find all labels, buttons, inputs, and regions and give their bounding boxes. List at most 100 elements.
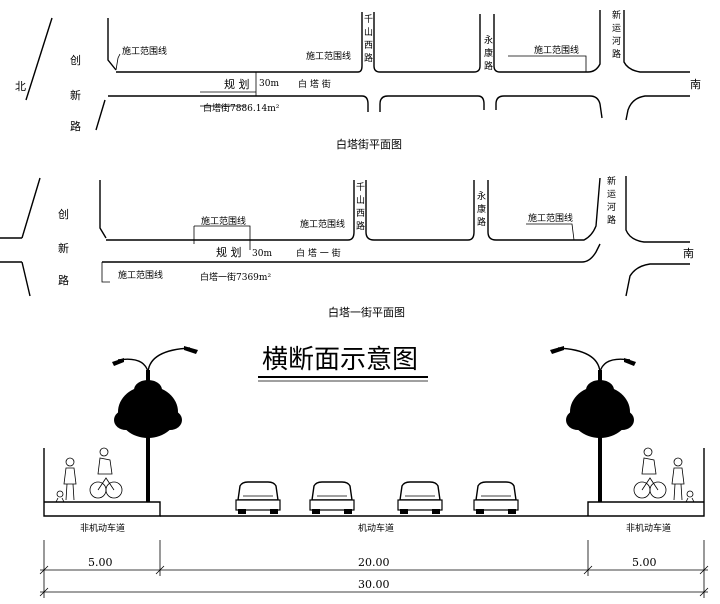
street-bottom-edge [379,95,485,112]
road-label-xinyun: 路 [607,214,616,226]
car [235,481,281,514]
width-label: 30m [259,79,279,89]
road-label-yongkang: 永 [484,34,493,46]
plan-title: 白塔街平面图 [336,137,402,151]
plan-1: 北 南 创 新 路 千 山 西 路 永 康 路 新 运 河 路 施工范围线 施工… [15,9,701,151]
road-label-chuangxin: 新 [58,241,69,255]
road-label-yongkang: 康 [477,203,486,215]
road-edge [25,17,53,101]
tree-left [114,380,182,438]
lane-label-center: 机动车道 [358,522,394,534]
area-note: 白塔一街7369m² [200,271,271,283]
boundary-label: 施工范围线 [306,50,351,62]
road-label-xinyun: 路 [612,48,621,60]
dimension-lines [39,540,709,598]
boundary-line [526,223,575,241]
south-label: 南 [690,78,701,91]
street-top-edge [487,180,578,241]
road-label-xinyun: 新 [612,9,621,21]
road-label-yongkang: 永 [477,190,486,202]
road-label-chuangxin: 新 [70,88,81,102]
road-edge [578,177,601,241]
road-label-chuangxin: 创 [58,208,69,221]
road-edge [99,180,107,239]
street-bottom-edge [102,243,601,263]
boundary-label: 施工范围线 [534,44,579,56]
dim-center: 20.00 [358,556,390,569]
section-title: 横断面示意图 [262,345,418,375]
plan-2: 南 创 新 路 千 山 西 路 永 康 路 新 运 河 路 施工范围线 施工范围… [0,175,694,319]
dim-left: 5.00 [88,556,113,569]
road-label-yongkang: 康 [484,47,493,59]
street-top-edge [493,10,601,73]
lane-label-left: 非机动车道 [80,522,125,534]
road-label-chuangxin: 创 [70,54,81,67]
road-label-qianshan: 千 [356,182,365,193]
road-label-xinyun: 河 [607,201,616,213]
road-label-xinyun: 运 [607,189,616,200]
lane-label-right: 非机动车道 [626,522,671,534]
road-label-qianshan: 路 [364,52,373,64]
road-label-qianshan: 山 [364,27,373,38]
road-edge [21,177,41,239]
road-label-xinyun: 新 [607,175,616,187]
cross-section: 横断面示意图 [39,345,709,598]
road-label-qianshan: 路 [356,220,365,232]
width-label: 30m [252,249,272,259]
sidewalk-right [587,448,705,517]
road-label-chuangxin: 路 [70,120,81,133]
road-edge [625,176,690,243]
street-bottom-edge [108,95,369,112]
area-note: 白塔街7886.14m² [203,102,280,114]
dim-right: 5.00 [632,556,657,569]
pedestrian-right [671,457,695,503]
cyclist-right [633,447,667,499]
road-label-yongkang: 路 [484,60,493,72]
boundary-label: 施工范围线 [201,215,246,227]
street-top-edge [116,12,363,73]
road-label-xinyun: 河 [612,35,621,47]
road-edge [107,18,117,71]
plan-label: 规 划 [224,77,250,91]
road-label-chuangxin: 路 [58,274,69,287]
plan-label: 规 划 [216,245,242,259]
road-edge [625,263,690,297]
boundary-label: 施工范围线 [300,218,345,230]
boundary-line [101,262,110,283]
tree-right [566,380,634,438]
boundary-label: 施工范围线 [118,269,163,281]
road-label-yongkang: 路 [477,216,486,228]
cyclist-left [89,447,123,499]
street-top-edge [365,180,475,241]
street-top-edge [106,180,355,241]
north-label: 北 [15,80,26,93]
road-label-qianshan: 西 [364,40,373,51]
road-edge [95,99,106,131]
pedestrian-left [55,457,77,503]
dim-total: 30.00 [358,578,390,591]
street-top-edge [373,12,481,73]
boundary-line [115,53,121,71]
car [397,481,443,514]
road-edge [623,10,690,73]
boundary-label: 施工范围线 [122,45,167,57]
boundary-label: 施工范围线 [528,212,573,224]
road-edge [21,261,31,297]
road-edge [625,95,690,121]
street-name-label: 白 塔 街 [298,78,331,90]
car [473,481,519,514]
road-label-qianshan: 西 [356,208,365,219]
plan-title: 白塔一街平面图 [328,305,405,319]
road-label-xinyun: 运 [612,23,621,34]
south-label: 南 [683,247,694,260]
road-edge [0,237,22,263]
street-bottom-edge [495,95,603,119]
car [309,481,355,514]
boundary-line [194,225,251,250]
boundary-line [508,55,587,72]
road-label-qianshan: 千 [364,14,373,25]
road-label-qianshan: 山 [356,195,365,206]
street-name-label: 白 塔 一 街 [296,247,341,259]
